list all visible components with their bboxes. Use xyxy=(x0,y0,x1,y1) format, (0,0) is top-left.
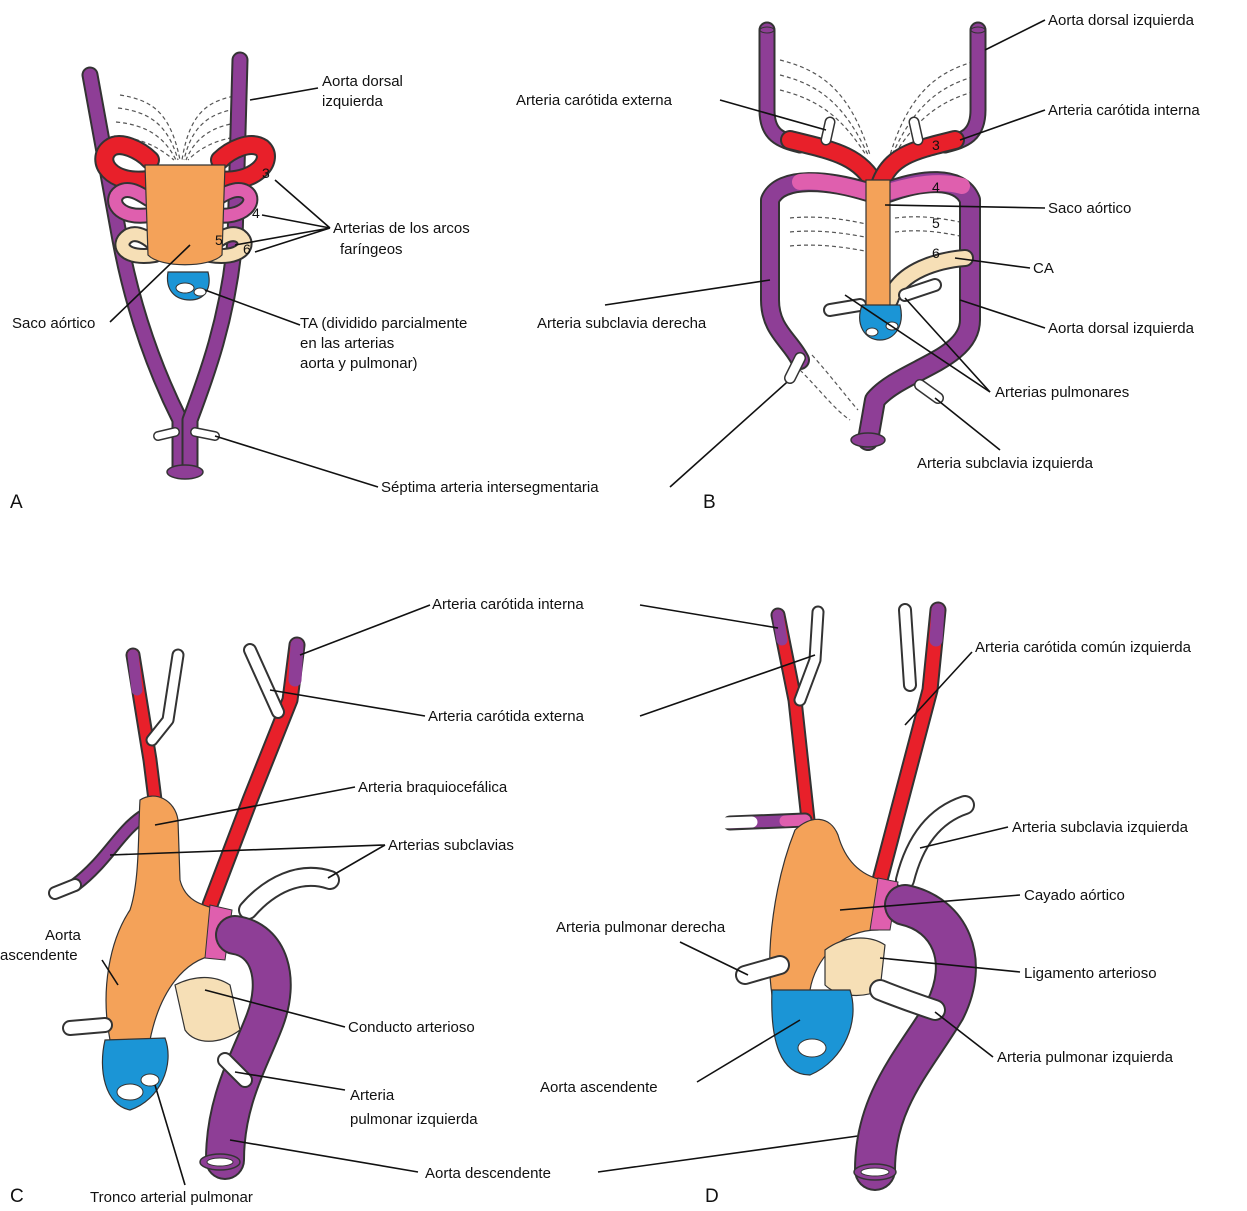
panel-b-label-saco: Saco aórtico xyxy=(1048,200,1131,217)
panel-a-num-3: 3 xyxy=(262,165,270,181)
panel-c-label-pulm-izq-2: pulmonar izquierda xyxy=(350,1111,478,1128)
panel-d-label-aorta-asc: Aorta ascendente xyxy=(540,1079,658,1096)
panel-a-label-arcos-2: faríngeos xyxy=(340,241,403,258)
panel-a-label-ta-2: en las arterias xyxy=(300,335,394,352)
panel-a-num-4: 4 xyxy=(252,205,260,221)
panel-c-letter: C xyxy=(10,1186,24,1207)
panel-d-label-pulm-der: Arteria pulmonar derecha xyxy=(556,919,726,936)
panel-b-num-6: 6 xyxy=(932,245,940,261)
panel-b-truncus xyxy=(860,305,902,340)
panel-b-label-carotida-interna: Arteria carótida interna xyxy=(1048,102,1200,119)
panel-d-label-cayado: Cayado aórtico xyxy=(1024,887,1125,904)
panel-b-label-pulmonares: Arterias pulmonares xyxy=(995,384,1129,401)
panel-a-label-aorta-dorsal: Aorta dorsal xyxy=(322,73,403,90)
panel-c-label-aorta-descendente: Aorta descendente xyxy=(425,1165,551,1182)
panel-d-label-subclavia-izq: Arteria subclavia izquierda xyxy=(1012,819,1189,836)
panel-b-right-subclavian xyxy=(770,181,868,360)
panel-c-left-carotids xyxy=(210,645,297,905)
panel-b-dorsal-aorta-left-top xyxy=(760,27,800,145)
panel-c-label-conducto: Conducto arterioso xyxy=(348,1019,475,1036)
panel-c-right-carotids xyxy=(133,655,178,800)
panel-c-label-aorta-asc-2: ascendente xyxy=(0,947,78,964)
panel-b-label-ca: CA xyxy=(1033,260,1054,277)
panel-b-label-aorta-dorsal-top: Aorta dorsal izquierda xyxy=(1048,12,1195,29)
panel-b-num-3: 3 xyxy=(932,137,940,153)
panel-a-label-aorta-dorsal-2: izquierda xyxy=(322,93,384,110)
panel-b-label-carotida-externa: Arteria carótida externa xyxy=(516,92,673,109)
panel-b-label-subclavia-izquierda: Arteria subclavia izquierda xyxy=(917,455,1094,472)
panel-b-external-carotid-stubs xyxy=(826,122,918,140)
panel-c-label-pulm-izq-1: Arteria xyxy=(350,1087,395,1104)
panel-c-label-subclavias: Arterias subclavias xyxy=(388,837,514,854)
panel-b-label-aorta-dorsal-bottom: Aorta dorsal izquierda xyxy=(1048,320,1195,337)
panel-a-truncus-arteriosus xyxy=(167,272,209,300)
panel-d-pulmonary-trunk xyxy=(772,990,853,1075)
panel-d-right-carotids xyxy=(778,612,818,820)
panel-c-ductus xyxy=(175,978,240,1042)
panel-c-label-aorta-asc-1: Aorta xyxy=(45,927,82,944)
panel-c-left-subclavian xyxy=(248,877,330,910)
panel-a-label-ta-3: aorta y pulmonar) xyxy=(300,355,418,372)
panel-a-label-arcos: Arterias de los arcos xyxy=(333,220,470,237)
panel-b-letter: B xyxy=(703,492,716,513)
panel-b-num-5: 5 xyxy=(932,215,940,231)
panel-c-pulmonary-trunk xyxy=(102,1038,168,1110)
panel-c-label-tronco: Tronco arterial pulmonar xyxy=(90,1189,253,1206)
panel-d-left-subclavian xyxy=(905,805,965,880)
panel-c: Arteria carótida interna Arteria carótid… xyxy=(0,596,865,1207)
panel-d-label-pulm-izq: Arteria pulmonar izquierda xyxy=(997,1049,1174,1066)
panel-a-label-saco: Saco aórtico xyxy=(12,315,95,332)
panel-c-label-carotida-interna: Arteria carótida interna xyxy=(432,596,584,613)
panel-d-label-ligamento: Ligamento arterioso xyxy=(1024,965,1157,982)
panel-c-d-shared-leader xyxy=(598,1135,865,1172)
panel-c-label-carotida-externa: Arteria carótida externa xyxy=(428,708,585,725)
panel-a-letter: A xyxy=(10,492,23,513)
panel-b-label-subclavia-derecha: Arteria subclavia derecha xyxy=(537,315,707,332)
panel-c-label-braquiocefalica: Arteria braquiocefálica xyxy=(358,779,508,796)
panel-d-right-subclavian xyxy=(722,820,805,823)
panel-b-left-subclavian-stub xyxy=(920,385,938,398)
panel-a: 3 4 5 6 Aorta dorsal izquierda Arterias … xyxy=(10,60,470,513)
panel-b-aortic-sac xyxy=(866,180,890,316)
panel-b-num-4: 4 xyxy=(932,179,940,195)
panel-b: 3 4 5 6 Aorta dorsal izquierda Arteria c… xyxy=(516,12,1200,513)
panel-d-letter: D xyxy=(705,1186,719,1207)
panel-a-label-ta-1: TA (dividido parcialmente xyxy=(300,315,467,332)
panel-d: Arteria carótida común izquierda Arteria… xyxy=(540,605,1192,1207)
shared-septima-label: Séptima arteria intersegmentaria xyxy=(215,375,795,496)
panel-a-num-5: 5 xyxy=(215,232,223,248)
label-septima-arteria: Séptima arteria intersegmentaria xyxy=(381,479,599,496)
panel-d-label-carotida-comun: Arteria carótida común izquierda xyxy=(975,639,1192,656)
panel-a-leader-aorta-dorsal xyxy=(250,88,318,100)
panel-c-descending-aorta xyxy=(200,935,272,1170)
